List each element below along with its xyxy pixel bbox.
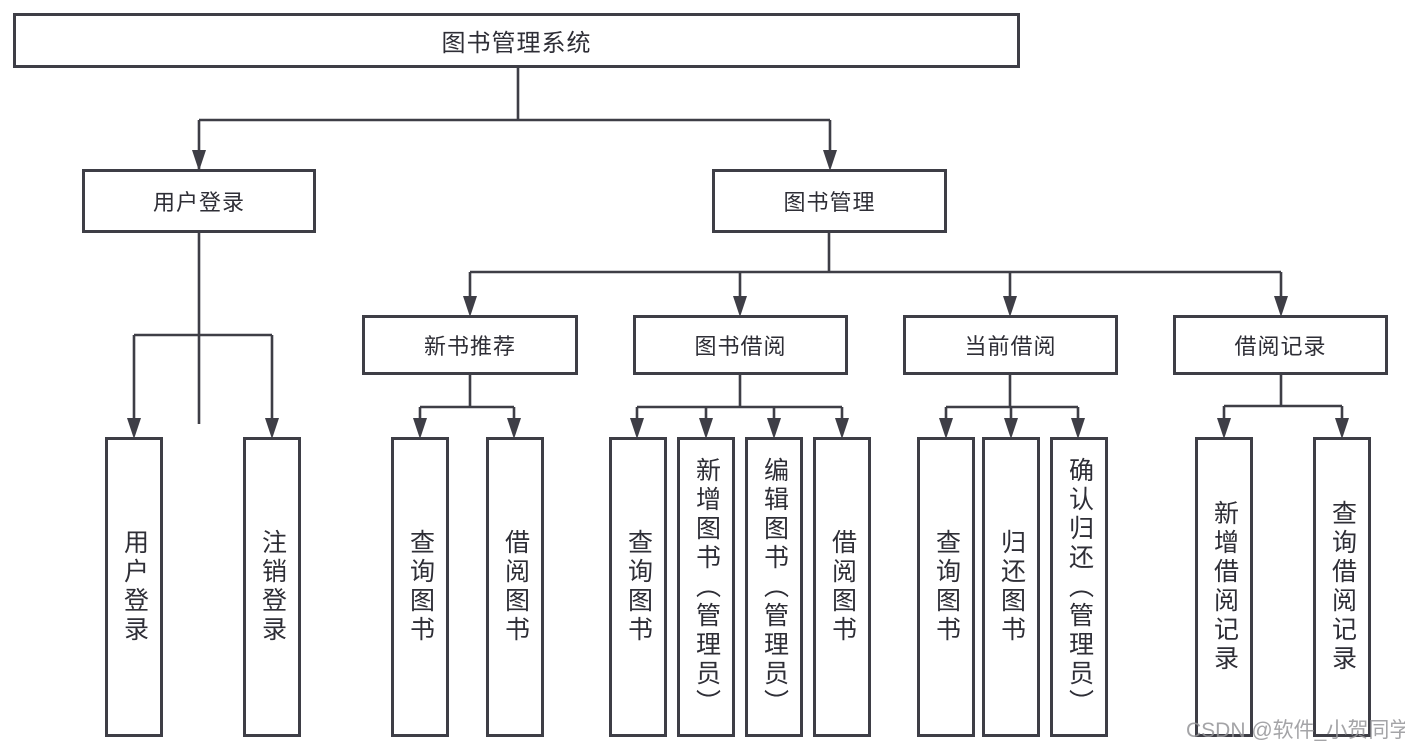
leaf-edit-books-admin: 编辑图书（管理员） (745, 437, 803, 737)
node-label: 查询图书 (406, 529, 435, 645)
node-label: 查询借阅记录 (1328, 500, 1357, 674)
node-label: 查询图书 (624, 529, 653, 645)
node-label: 当前借阅 (964, 334, 1057, 359)
node-borrowing-records: 借阅记录 (1173, 315, 1388, 375)
node-label: 用户登录 (152, 190, 245, 215)
leaf-add-books-admin: 新增图书（管理员） (677, 437, 735, 737)
node-label: 新增借阅记录 (1210, 500, 1239, 674)
node-label: 借阅图书 (501, 529, 530, 645)
node-current-borrowing: 当前借阅 (903, 315, 1118, 375)
leaf-add-borrow-record: 新增借阅记录 (1195, 437, 1253, 737)
tree-edges (132, 68, 1344, 424)
node-user-login: 用户登录 (82, 169, 316, 233)
node-label: 用户登录 (120, 529, 149, 645)
leaf-query-borrow-record: 查询借阅记录 (1313, 437, 1371, 737)
leaf-return-books: 归还图书 (982, 437, 1040, 737)
node-label: 注销登录 (258, 529, 287, 645)
node-label: 编辑图书（管理员） (760, 456, 789, 718)
node-label: 图书管理 (783, 190, 876, 215)
node-label: 图书管理系统 (441, 30, 592, 57)
node-book-management: 图书管理 (712, 169, 947, 233)
node-label: 借阅记录 (1234, 334, 1327, 359)
node-label: 新书推荐 (423, 334, 516, 359)
node-label: 确认归还（管理员） (1065, 456, 1094, 718)
arrowhead-icons (127, 150, 1349, 439)
csdn-watermark: CSDN @软件_小贺同学 (1186, 719, 1405, 742)
leaf-query-books-recommend: 查询图书 (391, 437, 449, 737)
node-label: 新增图书（管理员） (692, 456, 721, 718)
node-library-management-system: 图书管理系统 (13, 13, 1020, 68)
leaf-logout: 注销登录 (243, 437, 301, 737)
leaf-confirm-return-admin: 确认归还（管理员） (1050, 437, 1108, 737)
node-label: 借阅图书 (828, 529, 857, 645)
node-book-borrowing: 图书借阅 (633, 315, 848, 375)
leaf-borrow-books-recommend: 借阅图书 (486, 437, 544, 737)
leaf-query-books-borrow: 查询图书 (609, 437, 667, 737)
leaf-query-books-current: 查询图书 (917, 437, 975, 737)
leaf-borrow-books: 借阅图书 (813, 437, 871, 737)
node-label: 查询图书 (932, 529, 961, 645)
leaf-user-login: 用户登录 (105, 437, 163, 737)
node-label: 图书借阅 (694, 334, 787, 359)
node-new-book-recommendation: 新书推荐 (362, 315, 578, 375)
node-label: 归还图书 (997, 529, 1026, 645)
